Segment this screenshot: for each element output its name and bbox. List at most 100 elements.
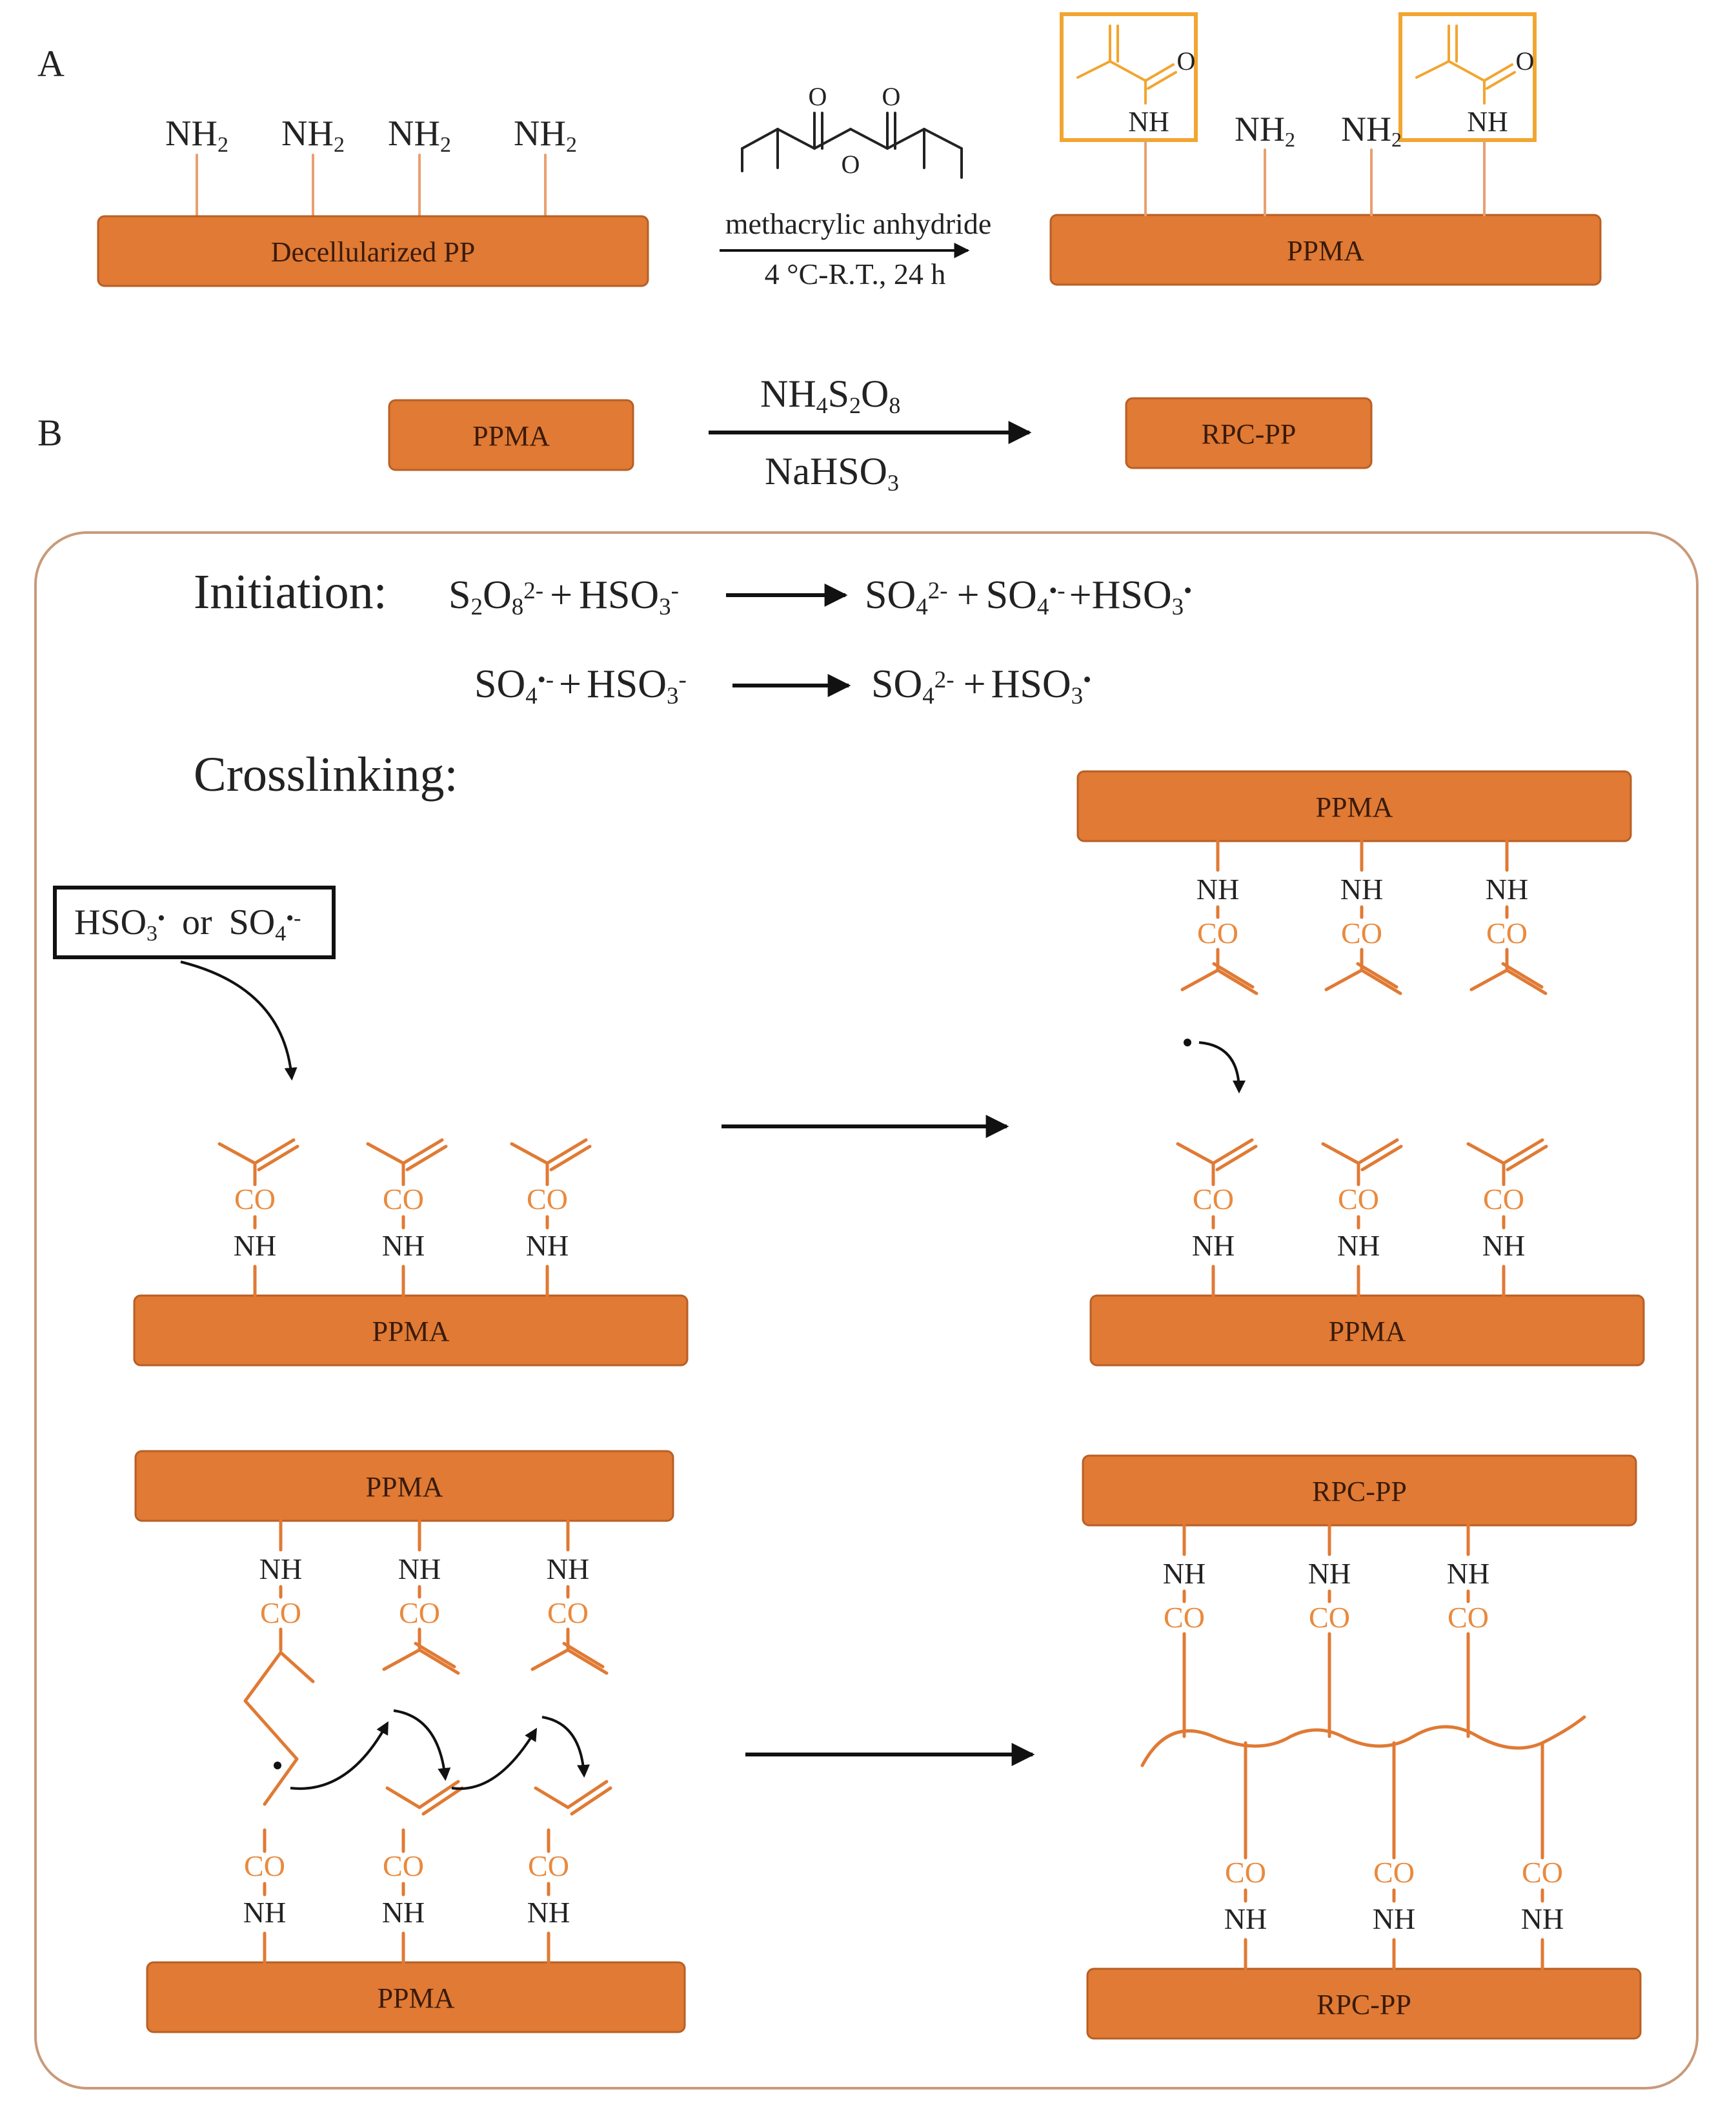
carbonyl-bond [1147, 71, 1177, 90]
nh-group: NH [259, 1552, 302, 1585]
nh-group: NH [1447, 1557, 1489, 1590]
ppma-product-bar: PPMA [1049, 214, 1602, 286]
reductant-formula: NaHSO3 [765, 450, 899, 496]
co-group: CO [1338, 1183, 1379, 1215]
subscript: 2 [470, 594, 483, 620]
co-group: CO [1309, 1601, 1350, 1634]
amine-group: NH2 [514, 114, 577, 157]
nh-group: NH [1196, 873, 1239, 906]
vinyl-double-bond [253, 1138, 296, 1165]
ppma-bar-stage2-bottom-rect [1089, 1294, 1645, 1367]
superscript: - [679, 667, 687, 693]
vinyl-double-bond [1501, 962, 1544, 989]
superscript: •- [538, 667, 554, 693]
carbonyl-bond [1486, 71, 1516, 90]
co-group: CO [1486, 917, 1528, 950]
formula-part: NH [514, 114, 566, 154]
panel-b-label: B [37, 412, 63, 454]
formula-part: NH [1235, 110, 1285, 148]
vinyl-double-bond [401, 1138, 444, 1165]
ppma-product-bar-rect [1049, 214, 1602, 286]
crosslinking-title: Crosslinking: [194, 747, 458, 802]
subscript: 2 [849, 392, 861, 418]
vinyl-double-bond [405, 1144, 448, 1172]
nh-group: NH [1521, 1902, 1564, 1935]
superscript: - [671, 578, 679, 604]
oxidant-formula: NH4S2O8 [760, 372, 900, 418]
formula-part: + [550, 573, 572, 617]
amide-nh: NH [1467, 106, 1508, 137]
rpc-pp-bar-top-label: RPC-PP [1312, 1476, 1407, 1507]
ppma-bar-stage1: PPMA [133, 1294, 689, 1367]
subscript: 2 [440, 133, 451, 157]
formula-part: NaHSO [765, 450, 887, 493]
co-group: CO [1373, 1856, 1415, 1889]
rpc-pp-end-bar: RPC-PP [1125, 397, 1373, 469]
vinyl-double-bond [257, 1144, 299, 1172]
ppma-bar-stage2-top-label: PPMA [1316, 791, 1393, 823]
vinyl-double-bond [549, 1144, 592, 1172]
subscript: 4 [525, 683, 538, 709]
anhydride-bond [923, 128, 963, 150]
methyl-bond [1415, 60, 1450, 79]
vinyl-double-bond [1211, 1138, 1254, 1165]
nh-group: NH [1308, 1557, 1351, 1590]
vinyl-double-bond [1502, 1138, 1544, 1165]
formula-part: HSO [991, 662, 1071, 706]
formula-part: + [1069, 573, 1092, 617]
carbonyl-oxygen: O [1516, 46, 1535, 76]
subscript: 4 [916, 594, 928, 620]
anhydride-bond [849, 128, 889, 150]
co-group: CO [383, 1849, 424, 1882]
ppma-bar-stage3-top: PPMA [134, 1450, 674, 1522]
rpc-pp-end-bar-label: RPC-PP [1202, 418, 1297, 450]
ppma-bar-stage2-top-rect [1076, 770, 1632, 842]
carbonyl-bond [1483, 63, 1513, 82]
initiation-eq1-reactants: S2O82-+HSO3- [449, 573, 679, 620]
amine-group: NH2 [1341, 110, 1402, 151]
subscript: 2 [334, 133, 345, 157]
methyl-bond [279, 1651, 315, 1683]
amine-group: NH2 [165, 114, 228, 157]
co-group: CO [1483, 1183, 1524, 1215]
amine-group: NH2 [281, 114, 345, 157]
superscript: • [1184, 578, 1192, 604]
ppma-start-bar: PPMA [388, 399, 634, 471]
co-group: CO [527, 1183, 568, 1215]
initiation-eq2-products: SO42-+HSO3• [871, 662, 1091, 709]
vinyl-double-bond [1360, 1144, 1403, 1172]
nh-group: NH [243, 1896, 286, 1929]
methyl-bond [382, 1648, 421, 1671]
co-group: CO [1522, 1856, 1563, 1889]
vinyl-double-bond [1215, 1144, 1258, 1172]
formula-part: or [182, 902, 212, 942]
subscript: 4 [816, 392, 828, 418]
vinyl-double-bond [1505, 968, 1548, 995]
co-group: CO [1197, 917, 1238, 950]
carbonyl-oxygen: O [882, 82, 901, 111]
vinyl-double-bond [1360, 968, 1402, 995]
rpc-pp-bar-bottom-rect [1086, 1968, 1642, 2040]
vinyl-double-bond [1216, 968, 1258, 995]
subscript: 3 [1172, 594, 1184, 620]
formula-part: + [559, 662, 581, 706]
vinyl-double-bond [1356, 962, 1398, 989]
electron-arrow [290, 1721, 389, 1790]
nh-group: NH [234, 1229, 276, 1262]
methyl-bond [530, 1648, 570, 1671]
initiation-eq1-products: SO42-+SO4•-+HSO3• [865, 573, 1192, 620]
co-group: CO [1193, 1183, 1234, 1215]
formula-part: NH [281, 114, 334, 154]
formula-part: + [957, 573, 980, 617]
subscript: 3 [1071, 683, 1084, 709]
formula-part: SO [871, 662, 922, 706]
carbonyl-bond [1144, 63, 1175, 82]
rpc-pp-bar-top: RPC-PP [1082, 1454, 1637, 1527]
nh-group: NH [1486, 873, 1528, 906]
nh-group: NH [527, 1896, 570, 1929]
formula-part: NH [165, 114, 217, 154]
ppma-bar-stage3-top-rect [134, 1450, 674, 1522]
electron-arrow [393, 1709, 451, 1781]
nh-group: NH [1337, 1229, 1380, 1262]
